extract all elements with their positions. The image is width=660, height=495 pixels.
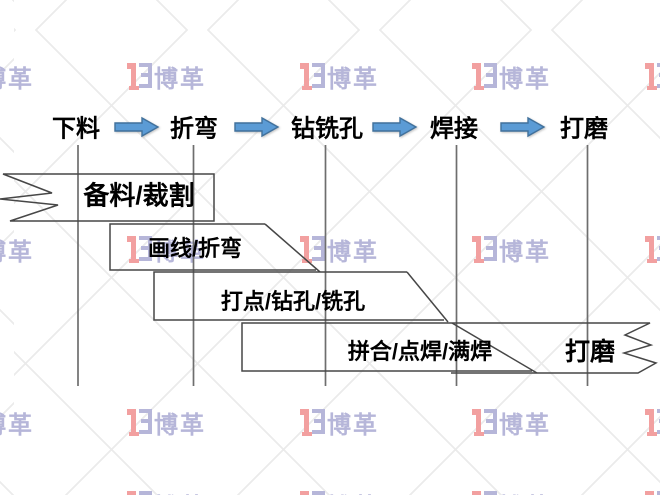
flow-arrow-icon — [234, 116, 280, 138]
process-guide-lines — [77, 145, 589, 386]
banner-diagonal-assembly-welding — [451, 322, 538, 374]
banner-label-prep-cutting: 备料/裁割 — [83, 180, 195, 211]
step-label-grinding: 打磨 — [560, 115, 608, 143]
banner-diagonal-spotting-drilling — [406, 271, 449, 323]
banner-label-marking-bending: 画线/折弯 — [147, 236, 243, 261]
banner-shape-assembly-welding — [241, 322, 532, 372]
banner-label-assembly-welding: 拼合/点焊/满焊 — [347, 339, 493, 364]
banner-shape-marking-bending — [109, 223, 316, 271]
banner-shape-grinding — [451, 322, 658, 374]
step-label-welding: 焊接 — [430, 115, 478, 143]
banner-label-grinding: 打磨 — [564, 338, 616, 366]
banner-label-spotting-drilling: 打点/钻孔/铣孔 — [220, 289, 366, 314]
banner-diagonal-marking-bending — [264, 223, 321, 273]
banner-shape-prep-cutting — [0, 173, 215, 222]
step-label-drilling-milling: 钻铣孔 — [291, 115, 363, 143]
flow-arrow-icon — [500, 116, 546, 138]
flow-arrows — [114, 116, 546, 138]
step-label-blanking: 下料 — [52, 115, 100, 143]
banner-outlines — [0, 173, 658, 374]
step-label-bending: 折弯 — [170, 115, 218, 143]
banner-shape-spotting-drilling — [153, 271, 444, 321]
flow-arrow-icon — [372, 116, 418, 138]
flow-arrow-icon — [114, 116, 160, 138]
